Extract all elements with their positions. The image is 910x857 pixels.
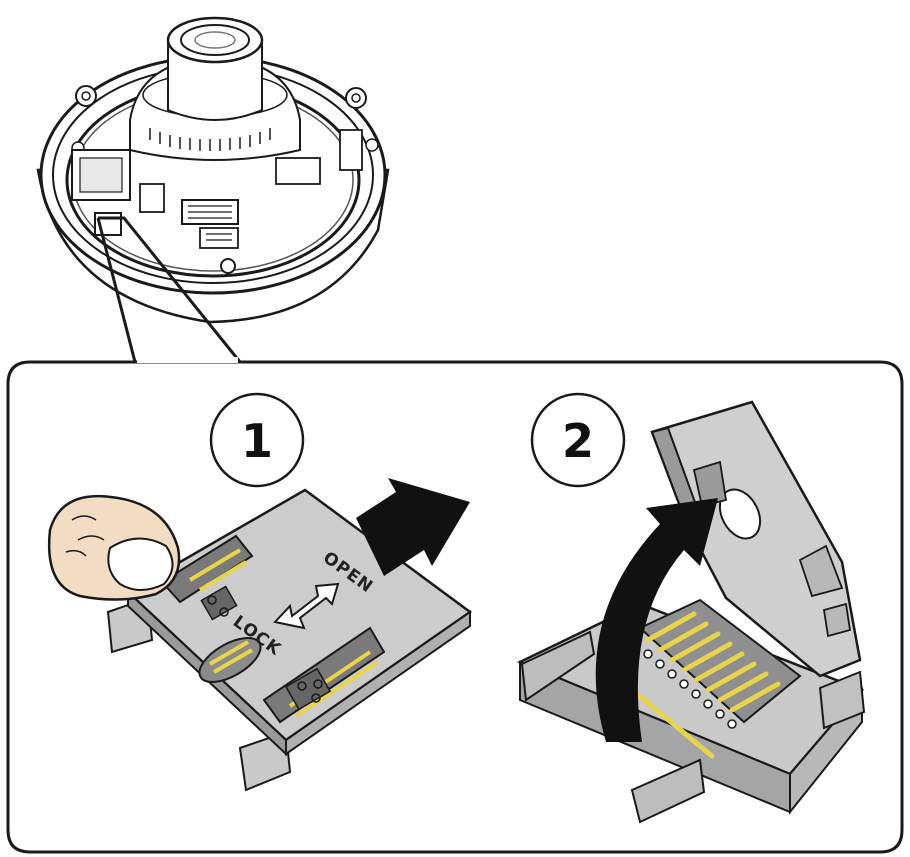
gold-contacts (627, 611, 781, 759)
contact-holes (643, 649, 737, 729)
step-1-number: 1 (241, 414, 273, 468)
lift-direction-arrow-icon (595, 498, 718, 742)
screw-boss (71, 85, 379, 274)
step-2-number: 2 (562, 414, 594, 468)
finger-icon (47, 494, 181, 601)
step-1-badge: 1 (209, 392, 305, 488)
step-2: 2 (516, 392, 866, 824)
lens-module (129, 16, 301, 161)
callout-pointer (96, 216, 242, 363)
card-slot-open (516, 400, 866, 824)
open-lock-double-arrow-icon (273, 582, 340, 630)
circuit-board-components (71, 129, 363, 249)
step-2-badge: 2 (530, 392, 626, 488)
step-1: 1 (47, 392, 473, 792)
push-direction-arrow-icon (356, 478, 470, 576)
camera-dome-illustration (36, 16, 390, 324)
